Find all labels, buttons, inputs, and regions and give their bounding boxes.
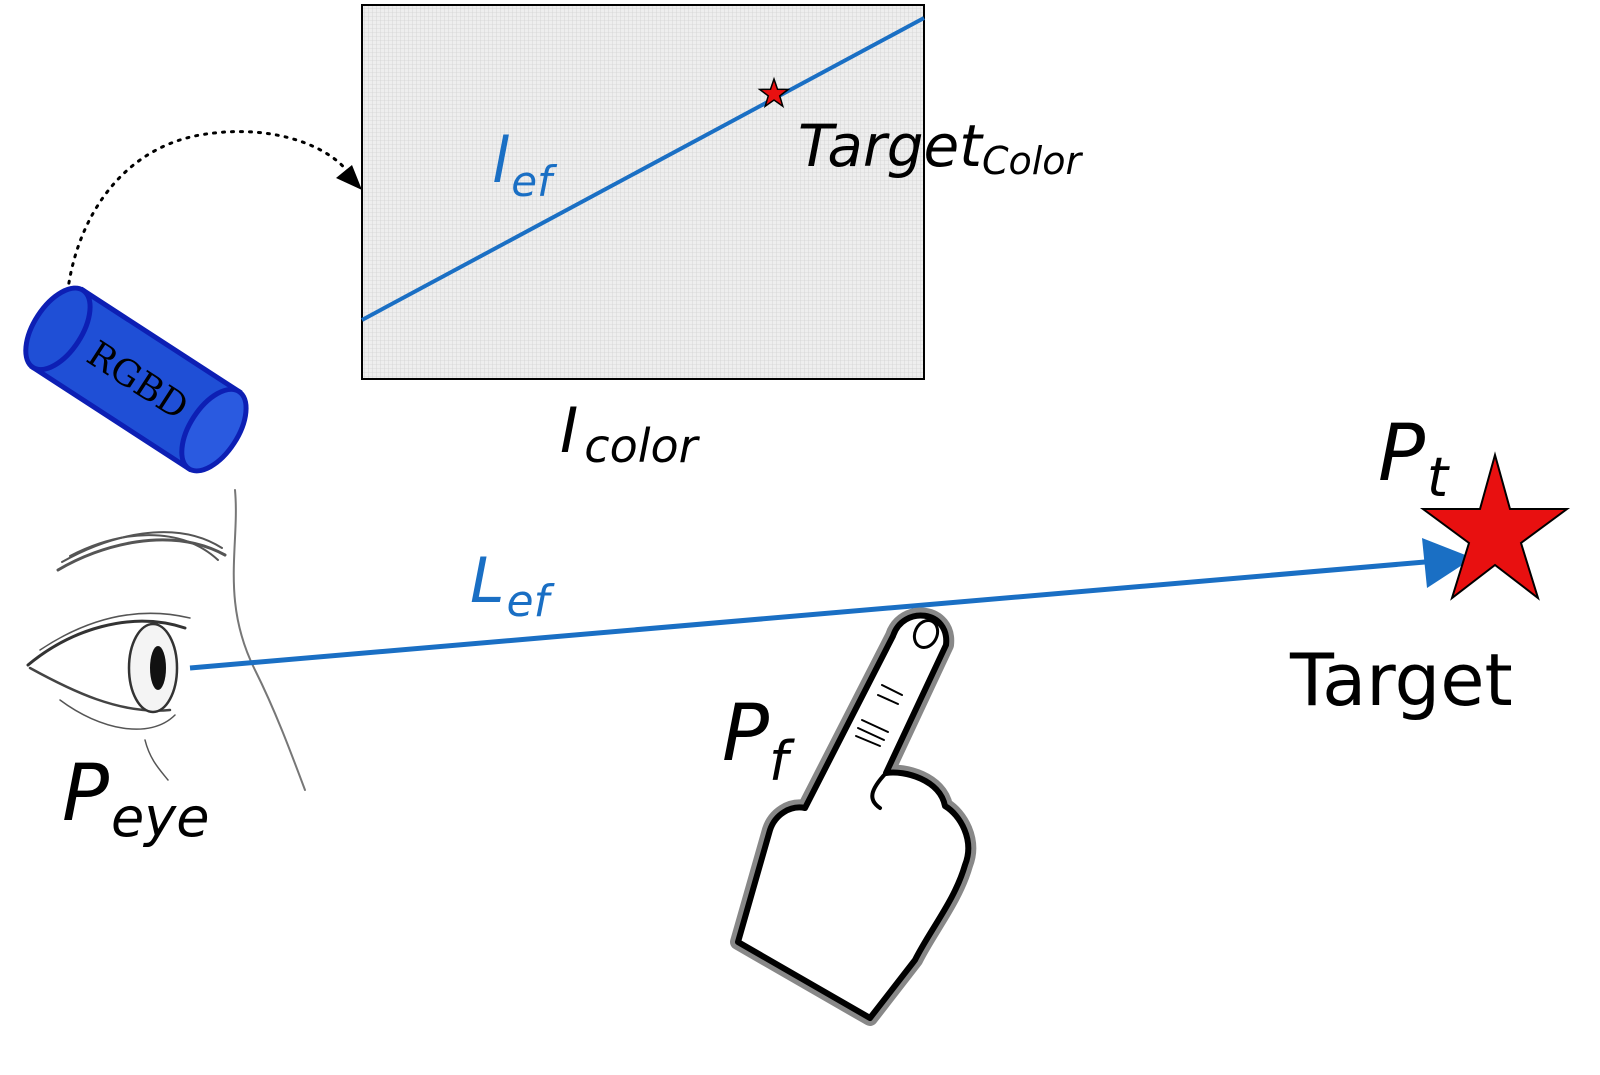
capture-arrow	[64, 130, 362, 312]
color-image-panel: lef TargetColor	[361, 4, 1084, 380]
image-line-label: lef	[492, 124, 558, 206]
gaze-line-label: Lef	[470, 544, 556, 627]
image-target-label: TargetColor	[798, 112, 1084, 183]
gaze-arrowhead-icon	[1422, 538, 1473, 588]
target-point-label: Pt	[1378, 409, 1450, 509]
target-star-icon	[1419, 451, 1571, 601]
eye-point-label: Peye	[62, 749, 209, 849]
gaze-ray	[189, 538, 1473, 671]
capture-arrowhead-icon	[336, 165, 362, 190]
eye-sketch-icon	[26, 489, 306, 791]
image-line-lef	[361, 16, 925, 322]
finger-point-label: Pf	[722, 689, 795, 793]
image-target-star-icon	[757, 76, 791, 109]
pointing-hand-icon	[730, 607, 977, 1026]
target-caption: Target	[1289, 638, 1513, 722]
rgbd-camera: RGBD	[23, 285, 249, 474]
